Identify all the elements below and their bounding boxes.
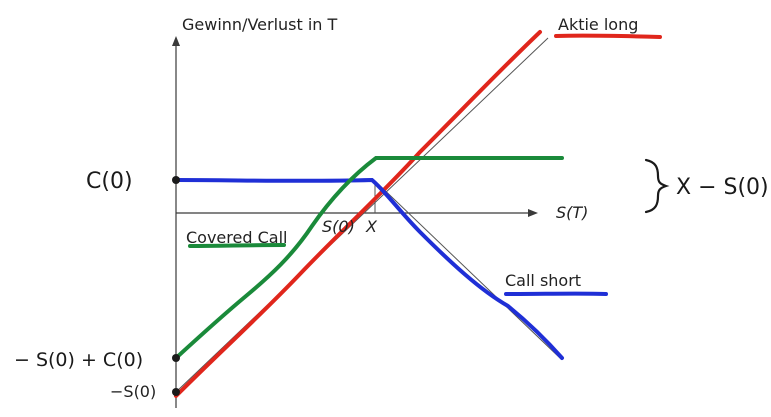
curly-brace (644, 158, 670, 214)
neg-s0-dot (172, 388, 180, 396)
aktie-long-label: Aktie long (558, 15, 638, 34)
x-axis-arrow (528, 209, 538, 217)
neg-s0-plus-c0-dot (172, 354, 180, 362)
call-short-line (174, 177, 564, 360)
y-axis-arrow (172, 36, 180, 46)
aktie-long-line (174, 30, 542, 398)
y-axis-label: Gewinn/Verlust in T (182, 15, 338, 34)
brace-note-handwritten: X − S(0) (676, 175, 769, 200)
guide-line-call-drop (374, 180, 561, 359)
x-tick-label: X (365, 217, 378, 236)
x-axis-label: S(T) (556, 203, 588, 222)
call-short-label: Call short (505, 271, 581, 290)
neg-s0-label: −S(0) (110, 382, 156, 401)
aktie-long-underline (554, 33, 662, 39)
covered-call-line (174, 155, 564, 360)
s0-tick-label: S(0) (322, 217, 355, 236)
covered-call-label: Covered Call (186, 228, 287, 247)
c0-dot (172, 176, 180, 184)
c0-handwritten-label: C(0) (86, 169, 133, 194)
neg-s0-plus-c0-handwritten-label: − S(0) + C(0) (14, 349, 143, 371)
covered-call-underline (188, 243, 286, 248)
